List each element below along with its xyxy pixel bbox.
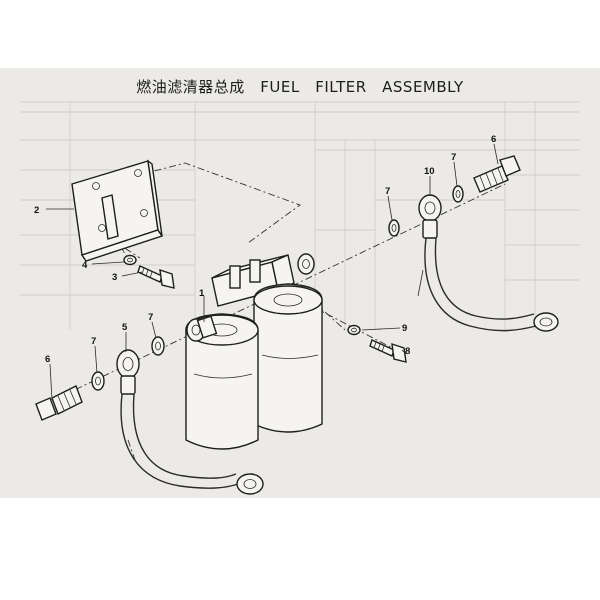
- bolt-part-3: [137, 265, 175, 289]
- callout-2: 2: [34, 205, 39, 216]
- callout-6-right: 6: [491, 134, 496, 145]
- page-title: 燃油滤清器总成 FUEL FILTER ASSEMBLY: [136, 78, 464, 96]
- banjo-fitting-part-5: [116, 349, 140, 395]
- callout-7-right-inner: 7: [385, 186, 390, 197]
- sealing-washer-7-right-inner: [388, 219, 400, 237]
- callout-9: 9: [402, 323, 407, 334]
- callout-10: 10: [424, 166, 435, 177]
- banjo-fitting-part-10: [418, 194, 442, 239]
- banjo-bolt-part-6-right: [473, 155, 521, 193]
- fuel-filter-head: [211, 254, 295, 307]
- callout-3: 3: [112, 272, 117, 283]
- washer-part-4: [123, 254, 137, 266]
- fuel-hose-right: [417, 237, 559, 332]
- callout-7-left-outer: 7: [91, 336, 96, 347]
- callout-6-left: 6: [45, 354, 50, 365]
- sealing-washer-7-left-outer: [91, 371, 105, 391]
- callout-1: 1: [199, 288, 205, 299]
- fuel-hose-left: [120, 393, 264, 495]
- bolt-part-8: [369, 339, 407, 363]
- sealing-washer-7-left-inner: [151, 336, 165, 356]
- mounting-bracket-plate: [71, 159, 164, 262]
- fuel-filter-bowl-rear: [253, 283, 323, 433]
- callout-8: 8: [405, 346, 410, 357]
- callout-7-left-inner: 7: [148, 312, 153, 323]
- sealing-washer-7-right-outer: [452, 185, 464, 203]
- callout-7-right-outer: 7: [451, 152, 456, 163]
- bleed-through-table: [20, 101, 580, 340]
- washer-part-9: [347, 324, 361, 336]
- banjo-bolt-part-6-left: [35, 385, 83, 421]
- callout-5: 5: [122, 322, 128, 333]
- filter-inlet-fitting: [186, 253, 315, 342]
- callout-4: 4: [82, 260, 88, 271]
- callout-labels: 1 2 3 4 5 6 6 7 7 7 7 8 9 10: [34, 134, 496, 365]
- leader-lines: [46, 143, 499, 401]
